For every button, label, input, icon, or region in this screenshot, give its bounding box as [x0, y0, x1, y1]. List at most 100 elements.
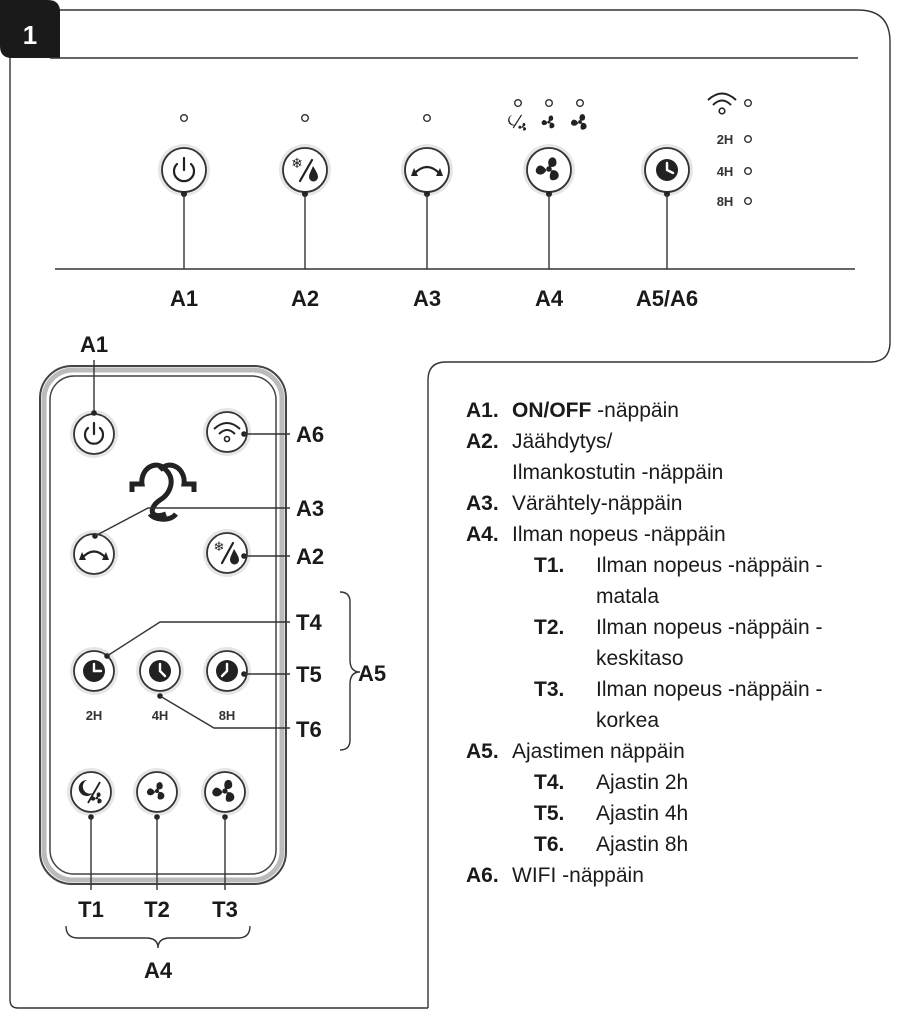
oscillation-icon	[411, 165, 443, 176]
wifi-icon	[707, 92, 737, 115]
legend-key: T6.	[534, 833, 565, 856]
oscillation-icon	[79, 550, 109, 560]
legend-item: A6. WIFI -näppäin	[466, 860, 896, 891]
remote-label-a4: A4	[144, 958, 173, 983]
legend-key: A3.	[466, 492, 499, 515]
remote-label-t1: T1	[78, 897, 104, 922]
panel-timer-button[interactable]	[641, 144, 693, 269]
panel-power-button[interactable]	[158, 113, 210, 269]
legend-text: Ilman nopeus -näppäin -	[596, 554, 823, 577]
sleep-fan-icon	[508, 114, 527, 131]
legend-key: A4.	[466, 523, 499, 546]
legend-key: A2.	[466, 430, 499, 453]
legend-item: A5. Ajastimen näppäin	[466, 736, 896, 767]
fan-high-icon	[570, 114, 587, 130]
panel-label-a4: A4	[535, 286, 564, 311]
legend-text: Ilman nopeus -näppäin -	[596, 616, 823, 639]
legend-text: Ajastin 8h	[596, 833, 689, 856]
clock-icon	[216, 660, 238, 682]
remote-label-t6: T6	[296, 717, 322, 742]
clock-icon	[654, 157, 680, 183]
legend-text: Ilman nopeus -näppäin	[512, 523, 726, 546]
remote-label-a6: A6	[296, 422, 324, 447]
panel-frame-left	[9, 40, 428, 1009]
remote-label-t3: T3	[212, 897, 238, 922]
legend-text: Ilman nopeus -näppäin -	[596, 678, 823, 701]
legend-subitem: T4. Ajastin 2h	[466, 767, 896, 798]
legend-text: Ajastin 2h	[596, 771, 689, 794]
remote-label-a2: A2	[296, 544, 324, 569]
legend-text: Jäähdytys/	[512, 430, 613, 453]
remote-power-button[interactable]	[70, 410, 118, 458]
svg-text:❄: ❄	[214, 539, 225, 554]
figure-number: 1	[23, 20, 37, 50]
panel-led	[179, 113, 188, 122]
panel-label-a3: A3	[413, 286, 441, 311]
panel-timer-indicators: 2H 4H 8H	[717, 132, 753, 209]
remote-timer-label: 4H	[152, 708, 169, 723]
legend-continuation: korkea	[596, 709, 660, 732]
panel-label-a5-a6: A5/A6	[636, 286, 698, 311]
panel-frame	[50, 9, 891, 1008]
legend-sep: /	[543, 399, 550, 422]
snowflake-drop-icon: ❄	[291, 155, 318, 183]
a4-brace	[65, 925, 251, 949]
legend-item: A1. ON/OFF -näppäin	[466, 395, 896, 426]
legend-key: T2.	[534, 616, 565, 639]
legend-text: Värähtely-näppäin	[512, 492, 683, 515]
panel-cool-humidify-button[interactable]: ❄	[279, 113, 331, 269]
a5-brace	[339, 591, 361, 751]
remote-medium-speed-button[interactable]	[133, 768, 181, 820]
legend-continuation: matala	[596, 585, 660, 608]
legend-subitem: T1. Ilman nopeus -näppäin -	[466, 550, 896, 581]
sleep-fan-icon	[78, 779, 102, 804]
legend-key: T4.	[534, 771, 565, 794]
timer-led-label: 4H	[717, 164, 734, 179]
legend-item: A3. Värähtely-näppäin	[466, 488, 896, 519]
legend-continuation: Ilmankostutin -näppäin	[512, 461, 724, 484]
legend-key: T1.	[534, 554, 565, 577]
remote-timer-label: 8H	[219, 708, 236, 723]
legend-key: T3.	[534, 678, 565, 701]
fan-low-icon	[541, 115, 555, 129]
remote-timer-label: 2H	[86, 708, 103, 723]
panel-label-a1: A1	[170, 286, 198, 311]
legend-item: A2. Jäähdytys/	[466, 426, 896, 457]
remote-label-a3: A3	[296, 496, 324, 521]
panel-led	[423, 113, 432, 122]
legend-key: A1.	[466, 399, 499, 422]
remote-label-t5: T5	[296, 662, 322, 687]
legend-subitem: T5. Ajastin 4h	[466, 798, 896, 829]
panel-wifi-indicator	[707, 92, 753, 115]
wifi-icon	[213, 422, 241, 443]
legend-off: OFF	[549, 399, 592, 422]
figure-number-badge	[0, 0, 60, 58]
legend-on: ON	[512, 399, 544, 422]
remote-timer-4h-button[interactable]	[136, 647, 184, 699]
remote-high-speed-button[interactable]	[201, 768, 249, 820]
panel-led	[301, 113, 310, 122]
panel-fan-speed-button[interactable]	[508, 98, 587, 269]
legend-text: -näppäin	[591, 399, 679, 422]
remote-label-a1: A1	[80, 332, 108, 357]
clock-icon	[149, 660, 171, 682]
brand-logo	[129, 462, 197, 522]
legend-continuation: keskitaso	[596, 647, 684, 670]
remote-oscillation-button[interactable]	[70, 530, 118, 578]
legend-text: WIFI -näppäin	[512, 864, 644, 887]
remote-label-a5: A5	[358, 661, 386, 686]
legend-subitem: T3. Ilman nopeus -näppäin -	[466, 674, 896, 705]
legend-subitem: T6. Ajastin 8h	[466, 829, 896, 860]
remote-cool-humidify-button[interactable]: ❄	[203, 529, 251, 577]
remote-wifi-button[interactable]	[203, 408, 251, 456]
panel-oscillation-button[interactable]	[401, 113, 453, 269]
legend-key: A6.	[466, 864, 499, 887]
power-icon	[172, 156, 196, 183]
legend-key: T5.	[534, 802, 565, 825]
svg-text:❄: ❄	[291, 155, 303, 171]
clock-icon	[83, 660, 105, 682]
snowflake-drop-icon: ❄	[214, 539, 239, 565]
remote-timer-8h-button[interactable]	[203, 647, 251, 695]
power-icon	[83, 421, 105, 445]
